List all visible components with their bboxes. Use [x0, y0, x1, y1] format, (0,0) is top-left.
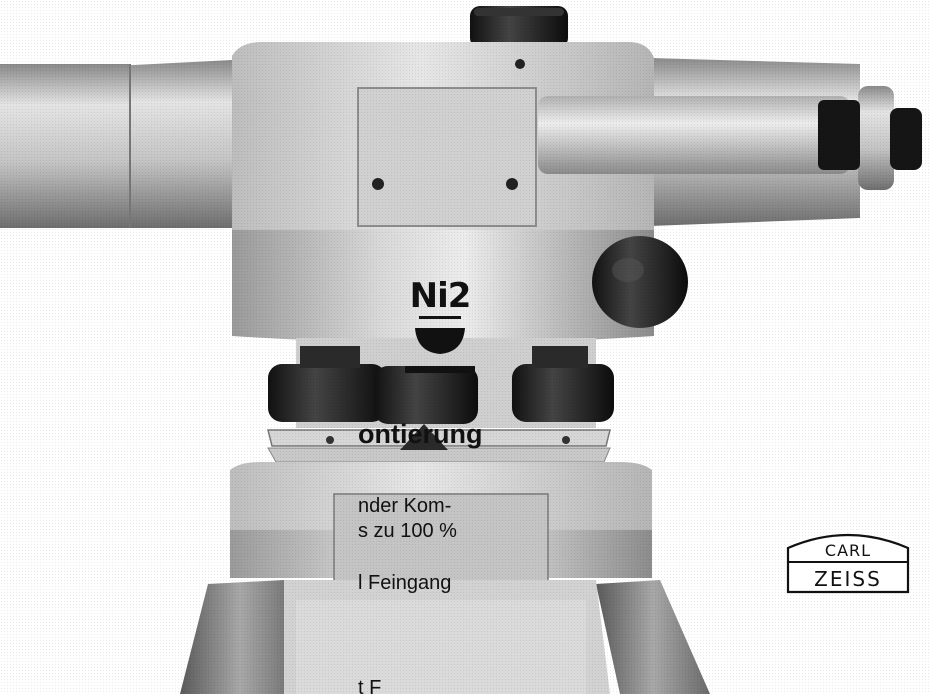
logo-line-1: CARL [825, 541, 871, 560]
body-text-line: l Feingang [358, 572, 452, 594]
carl-zeiss-logo: CARL ZEISS [786, 533, 910, 594]
ni2-model-mark: Ni2 [395, 276, 485, 380]
logo-line-2: ZEISS [814, 567, 882, 591]
pendulum-bowl-icon [405, 328, 475, 373]
section-heading: ontierung [358, 419, 483, 449]
body-text-line: s zu 100 % [358, 520, 457, 542]
model-underline [419, 316, 461, 319]
model-label: Ni2 [409, 276, 472, 316]
body-text-line: nder Kom- [358, 495, 452, 517]
body-text-line: t F [358, 677, 382, 699]
